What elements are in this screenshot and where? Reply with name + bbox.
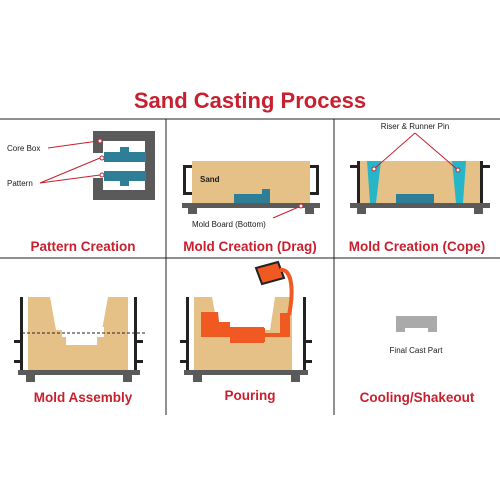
core-box-label: Core Box [7,144,40,153]
diagram-title: Sand Casting Process [133,88,367,113]
caption-mold-creation-cope: Mold Creation (Cope) [349,239,486,254]
pouring-foot-right [291,375,300,382]
assembly-foot-right [123,375,132,382]
mold-board-foot-right [305,208,314,214]
panel-cooling-shakeout: Final Cast Part Cooling/Shakeout [360,316,475,405]
cope-board [350,203,490,208]
runner-marker [455,167,461,173]
molten-metal-cavity [230,327,264,343]
pouring-flask-right [303,297,312,370]
mold-board [182,203,320,208]
drag-pattern [234,189,270,203]
mold-board-foot-left [188,208,197,214]
panel-pattern-creation: Core Box Pattern Pattern Creation [7,131,155,254]
riser-leader [373,132,416,170]
pattern-marker-lower [99,172,105,178]
cope-flask-left [350,161,360,203]
pattern-leader-upper [39,157,101,184]
drag-flask-right [310,165,319,195]
pattern-marker-upper [99,155,105,161]
molten-metal-riser [201,312,212,337]
caption-cooling-shakeout: Cooling/Shakeout [360,390,475,405]
cope-pattern [396,194,434,203]
ladle [254,260,286,286]
pouring-board [184,370,308,375]
riser-runner-label: Riser & Runner Pin [381,122,449,131]
core-box-leader [47,140,99,149]
final-cast-part [396,316,437,332]
riser-pin [367,161,381,203]
assembly-foot-left [26,375,35,382]
pattern-upper [104,147,146,162]
caption-mold-assembly: Mold Assembly [34,390,133,405]
assembly-flask-left [14,297,23,370]
pouring-flask-left [180,297,189,370]
riser-marker [371,166,377,172]
panel-mold-drag: Sand Mold Board (Bottom) Mold Creation (… [182,161,320,254]
caption-mold-creation-drag: Mold Creation (Drag) [183,239,317,254]
runner-leader [414,132,459,171]
cope-flask-right [480,161,490,203]
caption-pouring: Pouring [225,388,276,403]
pouring-foot-left [193,375,202,382]
final-part-label: Final Cast Part [390,346,444,355]
mold-board-label: Mold Board (Bottom) [192,220,266,229]
panel-mold-assembly: Mold Assembly [14,297,146,405]
runner-pin [452,161,466,203]
caption-pattern-creation: Pattern Creation [30,239,135,254]
cope-board-foot-right [474,208,483,214]
assembly-cavity [62,327,104,345]
mold-board-marker [298,203,304,209]
pattern-lower [104,171,146,186]
core-box-marker [97,138,103,144]
panel-mold-cope: Riser & Runner Pin Mold Creation (Cope) [349,122,490,254]
metal-pour-stream [279,268,294,316]
drag-flask-left [183,165,192,195]
assembly-board [18,370,140,375]
pattern-label: Pattern [7,179,33,188]
mold-board-leader [272,205,302,219]
panel-pouring: Pouring [180,260,312,403]
pattern-leader-lower [39,174,101,184]
grid-lines [0,118,500,415]
sand-label: Sand [200,175,220,184]
molten-metal-sprue [280,313,290,337]
cope-board-foot-left [357,208,366,214]
assembly-flask-right [134,297,143,370]
